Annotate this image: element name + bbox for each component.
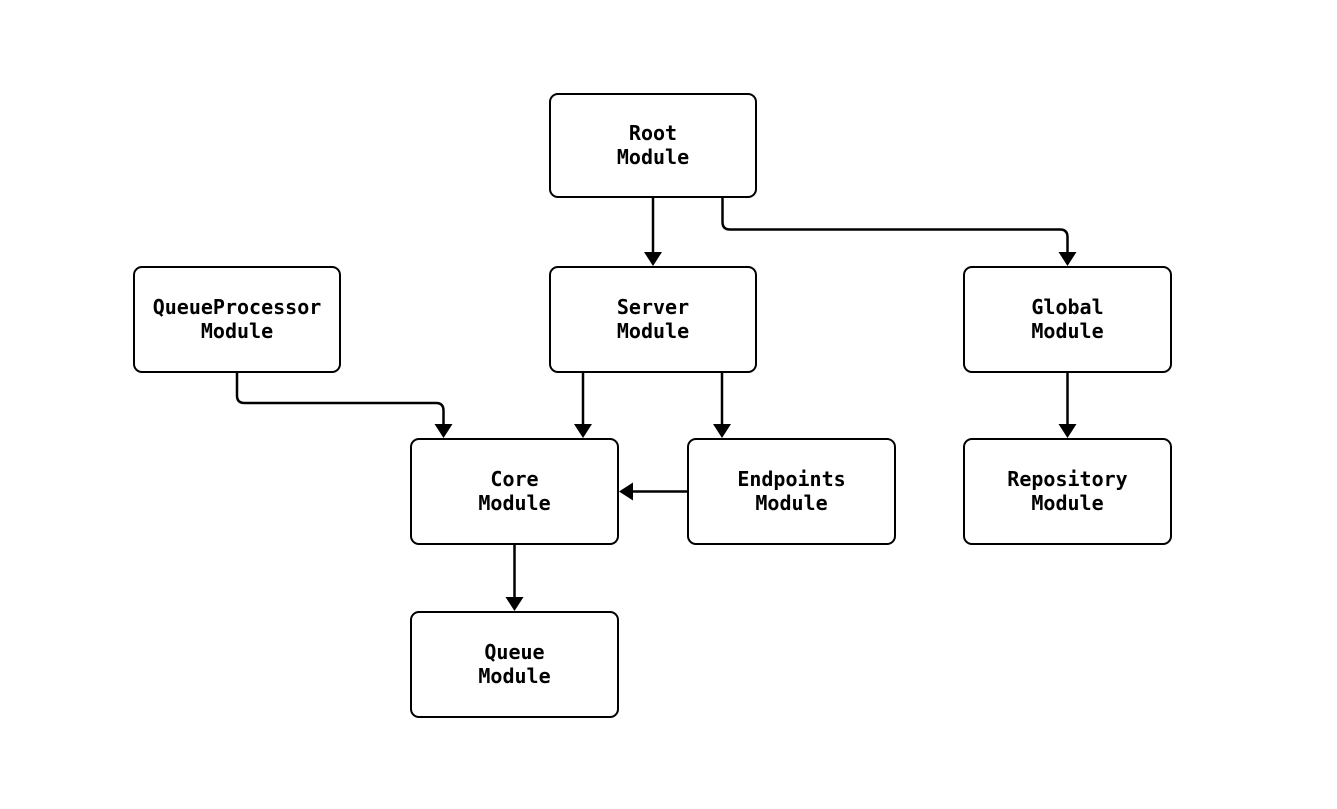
node-server-module-label: Server Module: [616, 294, 690, 343]
node-core-module: Core Module: [410, 438, 619, 545]
node-global-module: Global Module: [963, 266, 1172, 373]
arrowhead-icon: [434, 424, 453, 438]
node-endpoints-module: Endpoints Module: [687, 438, 896, 545]
node-server-module: Server Module: [549, 266, 757, 373]
edge-global-to-repository: [1058, 372, 1077, 438]
node-queue-module-label: Queue Module: [478, 639, 551, 688]
node-core-module-label: Core Module: [478, 466, 551, 515]
edge-root-to-server: [644, 197, 662, 266]
node-queueprocessor-module-label: QueueProcessor Module: [152, 294, 322, 343]
arrowhead-icon: [619, 482, 633, 501]
node-global-module-label: Global Module: [1031, 294, 1104, 343]
node-endpoints-module-label: Endpoints Module: [737, 466, 846, 515]
edge-server-to-core: [574, 372, 592, 438]
arrowhead-icon: [574, 424, 592, 438]
node-queue-module: Queue Module: [410, 611, 619, 718]
edge-root-to-global: [721, 197, 1077, 266]
node-repository-module: Repository Module: [963, 438, 1172, 545]
node-root-module-label: Root Module: [616, 120, 690, 169]
arrowhead-icon: [1058, 424, 1077, 438]
arrowhead-icon: [644, 252, 662, 266]
node-repository-module-label: Repository Module: [1007, 466, 1128, 515]
edge-endpoints-to-core: [619, 482, 687, 501]
arrowhead-icon: [1058, 252, 1077, 266]
arrowhead-icon: [713, 424, 731, 438]
node-queueprocessor-module: QueueProcessor Module: [133, 266, 341, 373]
edge-server-to-endpoints: [713, 372, 731, 438]
arrowhead-icon: [505, 597, 524, 611]
edge-core-to-queue: [505, 544, 524, 611]
edge-queueprocessor-to-core: [235, 372, 453, 438]
node-root-module: Root Module: [549, 93, 757, 198]
